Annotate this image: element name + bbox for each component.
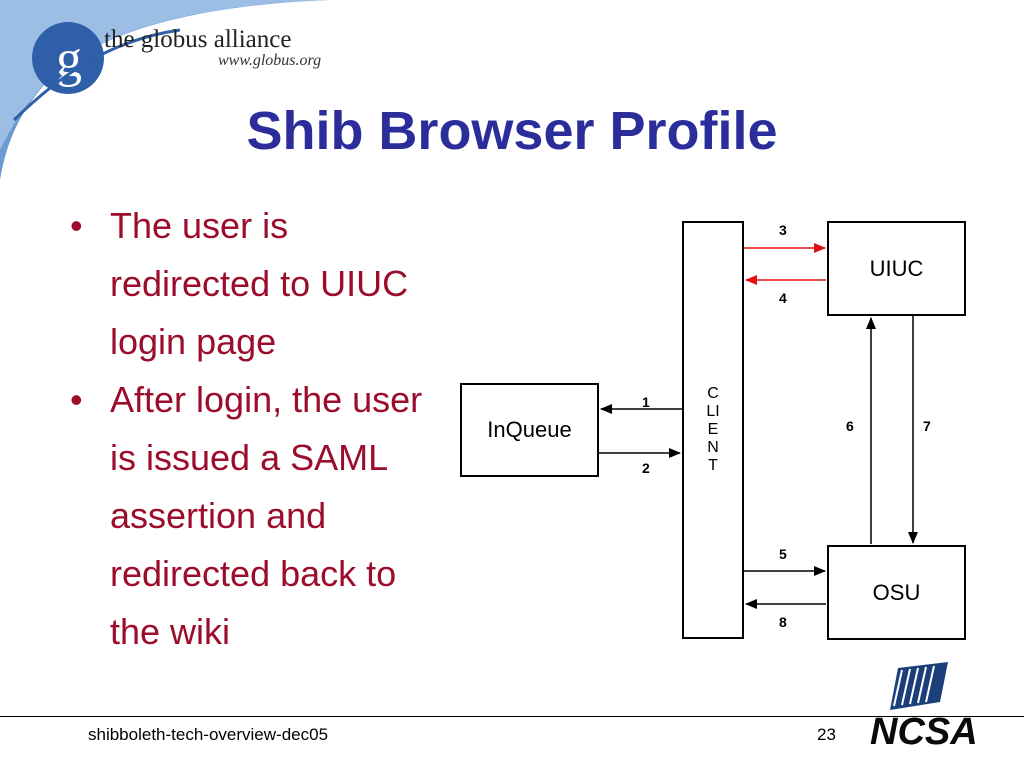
- client-box: CLIENT: [682, 221, 744, 639]
- uiuc-box: UIUC: [827, 221, 966, 316]
- inqueue-label: InQueue: [487, 417, 572, 442]
- footer-divider: [0, 716, 1024, 717]
- bullet-item: • After login, the user is issued a SAML …: [70, 371, 450, 661]
- bullet-item: • The user is redirected to UIUC login pa…: [70, 197, 450, 371]
- bullet-text: The user is redirected to UIUC login pag…: [110, 205, 409, 362]
- bullet-dot-icon: •: [70, 205, 83, 246]
- osu-box: OSU: [827, 545, 966, 640]
- step-label-6: 6: [846, 418, 854, 434]
- step-label-1: 1: [642, 394, 650, 410]
- step-label-5: 5: [779, 546, 787, 562]
- footer-source: shibboleth-tech-overview-dec05: [88, 725, 329, 744]
- step-label-4: 4: [779, 290, 787, 306]
- bullet-text: After login, the user is issued a SAML a…: [110, 379, 423, 652]
- bullet-list: • The user is redirected to UIUC login pa…: [70, 197, 450, 661]
- globus-logo-url: www.globus.org: [218, 52, 322, 69]
- inqueue-box: InQueue: [460, 383, 599, 477]
- osu-label: OSU: [872, 579, 921, 605]
- slide-title: Shib Browser Profile: [246, 101, 778, 161]
- ncsa-logo: NCSA: [870, 662, 978, 750]
- page-number: 23: [817, 725, 836, 744]
- uiuc-label: UIUC: [869, 255, 924, 281]
- globus-logo-text: the globus alliance: [104, 26, 292, 53]
- step-label-3: 3: [779, 222, 787, 238]
- ncsa-logo-text: NCSA: [870, 711, 978, 750]
- step-label-2: 2: [642, 460, 650, 476]
- bullet-dot-icon: •: [70, 379, 83, 420]
- step-label-7: 7: [923, 418, 931, 434]
- step-label-8: 8: [779, 614, 787, 630]
- ncsa-stripes-icon: [890, 662, 948, 710]
- client-label: CLIENT: [706, 385, 720, 474]
- header-swoosh: g: [0, 0, 330, 180]
